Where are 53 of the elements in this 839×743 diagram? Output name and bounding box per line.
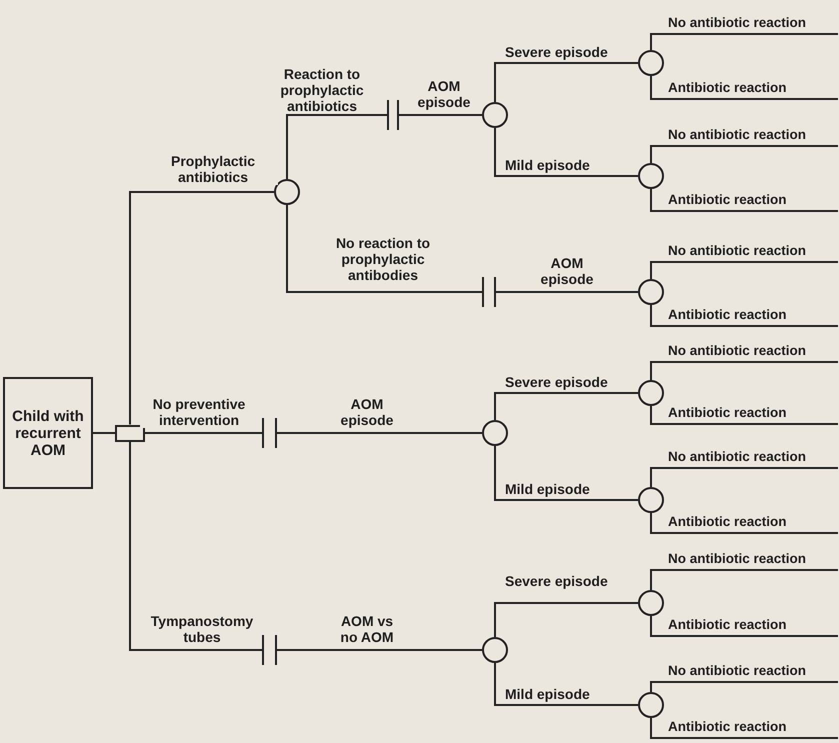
branch-line xyxy=(650,467,838,487)
branch-line xyxy=(286,114,387,179)
edge-label: Mild episode xyxy=(505,157,590,173)
double-bar-mark xyxy=(482,277,496,307)
branch-line xyxy=(494,128,638,177)
branch-line xyxy=(145,432,262,434)
branch-line xyxy=(399,114,482,116)
edge-label: Mild episode xyxy=(505,686,590,702)
branch-line xyxy=(129,191,274,424)
branch-line xyxy=(494,392,638,420)
chance-circle xyxy=(638,380,664,406)
branch-line xyxy=(93,432,115,434)
branch-line xyxy=(494,62,638,102)
chance-circle xyxy=(638,279,664,305)
chance-circle xyxy=(274,179,300,205)
branch-line xyxy=(650,616,838,637)
chance-circle xyxy=(482,637,508,663)
branch-line xyxy=(494,446,638,501)
branch-line xyxy=(650,33,838,50)
chance-circle xyxy=(638,590,664,616)
branch-line xyxy=(650,569,838,590)
branch-line xyxy=(650,718,838,739)
branch-line xyxy=(650,361,838,380)
branch-line xyxy=(650,305,838,327)
double-bar-mark xyxy=(387,100,399,130)
branch-line xyxy=(650,513,838,534)
branch-line xyxy=(650,189,838,212)
start-box: Child with recurrent AOM xyxy=(3,377,93,489)
branch-line xyxy=(650,681,838,692)
chance-circle xyxy=(638,487,664,513)
branch-line xyxy=(277,649,482,651)
chance-circle xyxy=(482,102,508,128)
branch-line xyxy=(129,442,262,651)
chance-circle xyxy=(638,50,664,76)
branch-line xyxy=(494,663,638,706)
branch-line xyxy=(496,291,638,293)
branch-line xyxy=(650,145,838,163)
branch-line xyxy=(650,261,838,279)
chance-circle xyxy=(482,420,508,446)
branch-line xyxy=(277,432,482,434)
double-bar-mark xyxy=(262,418,277,448)
branch-line xyxy=(650,76,838,100)
branch-line xyxy=(650,406,838,425)
edge-label: Mild episode xyxy=(505,481,590,497)
branch-line xyxy=(286,205,482,293)
chance-circle xyxy=(638,163,664,189)
edge-label: Severe episode xyxy=(505,44,608,60)
edge-label: Severe episode xyxy=(505,374,608,390)
branch-line xyxy=(494,602,638,637)
chance-circle xyxy=(638,692,664,718)
double-bar-mark xyxy=(262,635,277,665)
decision-square xyxy=(115,424,145,442)
edge-label: Severe episode xyxy=(505,573,608,589)
